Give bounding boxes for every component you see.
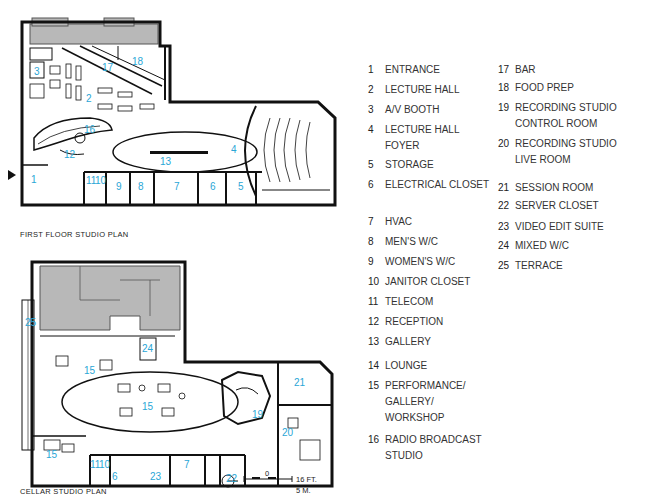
room-name: SERVER CLOSET — [515, 198, 639, 214]
callout-number: 24 — [142, 344, 153, 354]
plan-title: FIRST FLOOR STUDIO PLAN — [20, 231, 128, 239]
callout-number: 11 — [90, 460, 100, 470]
room-name: PERFORMANCE/ GALLERY/ WORKSHOP — [385, 378, 491, 426]
callout-number: 15 — [84, 366, 95, 376]
callout-number: 21 — [294, 378, 305, 388]
key-number: 21 — [498, 183, 509, 193]
key-number: 18 — [498, 83, 509, 93]
plan-title: CELLAR STUDIO PLAN — [20, 488, 107, 496]
callout-number: 2 — [86, 94, 92, 104]
callout-number: 6 — [210, 182, 216, 192]
key-number: 12 — [368, 317, 379, 327]
callout-number: 16 — [84, 125, 95, 135]
scale-label: 0 — [265, 470, 269, 478]
key-number: 11 — [368, 297, 378, 307]
callout-number: 1 — [31, 175, 37, 185]
callout-number: 20 — [282, 428, 293, 438]
room-name: TELECOM — [385, 294, 491, 310]
scale-label: 16 FT. — [296, 476, 317, 484]
callout-number: 22 — [226, 474, 237, 484]
key-number: 20 — [498, 139, 509, 149]
room-name: ELECTRICAL CLOSET — [385, 177, 491, 193]
room-name: GALLERY — [385, 334, 491, 350]
room-name: MEN'S W/C — [385, 234, 491, 250]
key-number: 1 — [368, 65, 374, 75]
room-name: FOOD PREP — [515, 80, 639, 96]
callout-number: 10 — [95, 176, 106, 186]
callout-number: 7 — [174, 182, 180, 192]
room-name: TERRACE — [515, 258, 639, 274]
callout-number: 13 — [160, 157, 171, 167]
room-name: VIDEO EDIT SUITE — [515, 219, 639, 235]
room-name: RECORDING STUDIO LIVE ROOM — [515, 136, 639, 168]
callout-number: 25 — [25, 318, 36, 328]
callout-number: 11 — [86, 176, 96, 186]
callout-number: 18 — [132, 57, 143, 67]
room-name: RECEPTION — [385, 314, 491, 330]
key-number: 6 — [368, 180, 374, 190]
key-number: 2 — [368, 85, 374, 95]
callout-number: 5 — [238, 182, 244, 192]
callout-number: 17 — [102, 63, 113, 73]
room-name: LECTURE HALL FOYER — [385, 122, 491, 154]
key-number: 17 — [498, 65, 509, 75]
callout-number: 10 — [99, 460, 110, 470]
room-name: JANITOR CLOSET — [385, 274, 491, 290]
key-number: 10 — [368, 277, 379, 287]
callout-number: 3 — [34, 67, 40, 77]
callout-number: 12 — [64, 150, 75, 160]
callout-number: 8 — [138, 182, 144, 192]
callout-number: 15 — [46, 450, 57, 460]
room-name: HVAC — [385, 214, 491, 230]
key-number: 15 — [368, 381, 379, 391]
room-name: STORAGE — [385, 157, 491, 173]
key-number: 7 — [368, 217, 374, 227]
key-number: 14 — [368, 361, 379, 371]
room-name: MIXED W/C — [515, 238, 639, 254]
key-number: 5 — [368, 160, 374, 170]
key-number: 19 — [498, 103, 509, 113]
key-number: 13 — [368, 337, 379, 347]
room-name: LOUNGE — [385, 358, 491, 374]
key-number: 16 — [368, 435, 379, 445]
key-number: 22 — [498, 201, 509, 211]
room-name: A/V BOOTH — [385, 102, 491, 118]
key-number: 25 — [498, 261, 509, 271]
callout-number: 4 — [231, 145, 237, 155]
callout-number: 6 — [112, 472, 118, 482]
key-number: 3 — [368, 105, 374, 115]
cellar-plan — [22, 262, 332, 486]
scale-label: 5 M. — [296, 487, 311, 495]
callout-number: 9 — [116, 182, 122, 192]
room-name: SESSION ROOM — [515, 180, 639, 196]
room-name: WOMEN'S W/C — [385, 254, 491, 270]
room-name: RECORDING STUDIO CONTROL ROOM — [515, 100, 639, 132]
room-name: RADIO BROADCAST STUDIO — [385, 432, 491, 464]
key-number: 4 — [368, 125, 374, 135]
callout-number: 19 — [252, 410, 263, 420]
key-number: 9 — [368, 257, 374, 267]
callout-number: 23 — [150, 472, 161, 482]
key-number: 24 — [498, 241, 509, 251]
callout-number: 7 — [184, 460, 190, 470]
first-floor-plan — [8, 18, 335, 205]
room-name: LECTURE HALL — [385, 82, 491, 98]
key-number: 23 — [498, 222, 509, 232]
callout-number: 15 — [142, 402, 153, 412]
room-name: ENTRANCE — [385, 62, 491, 78]
scale-bar — [222, 475, 292, 487]
room-name: BAR — [515, 62, 639, 78]
key-number: 8 — [368, 237, 374, 247]
